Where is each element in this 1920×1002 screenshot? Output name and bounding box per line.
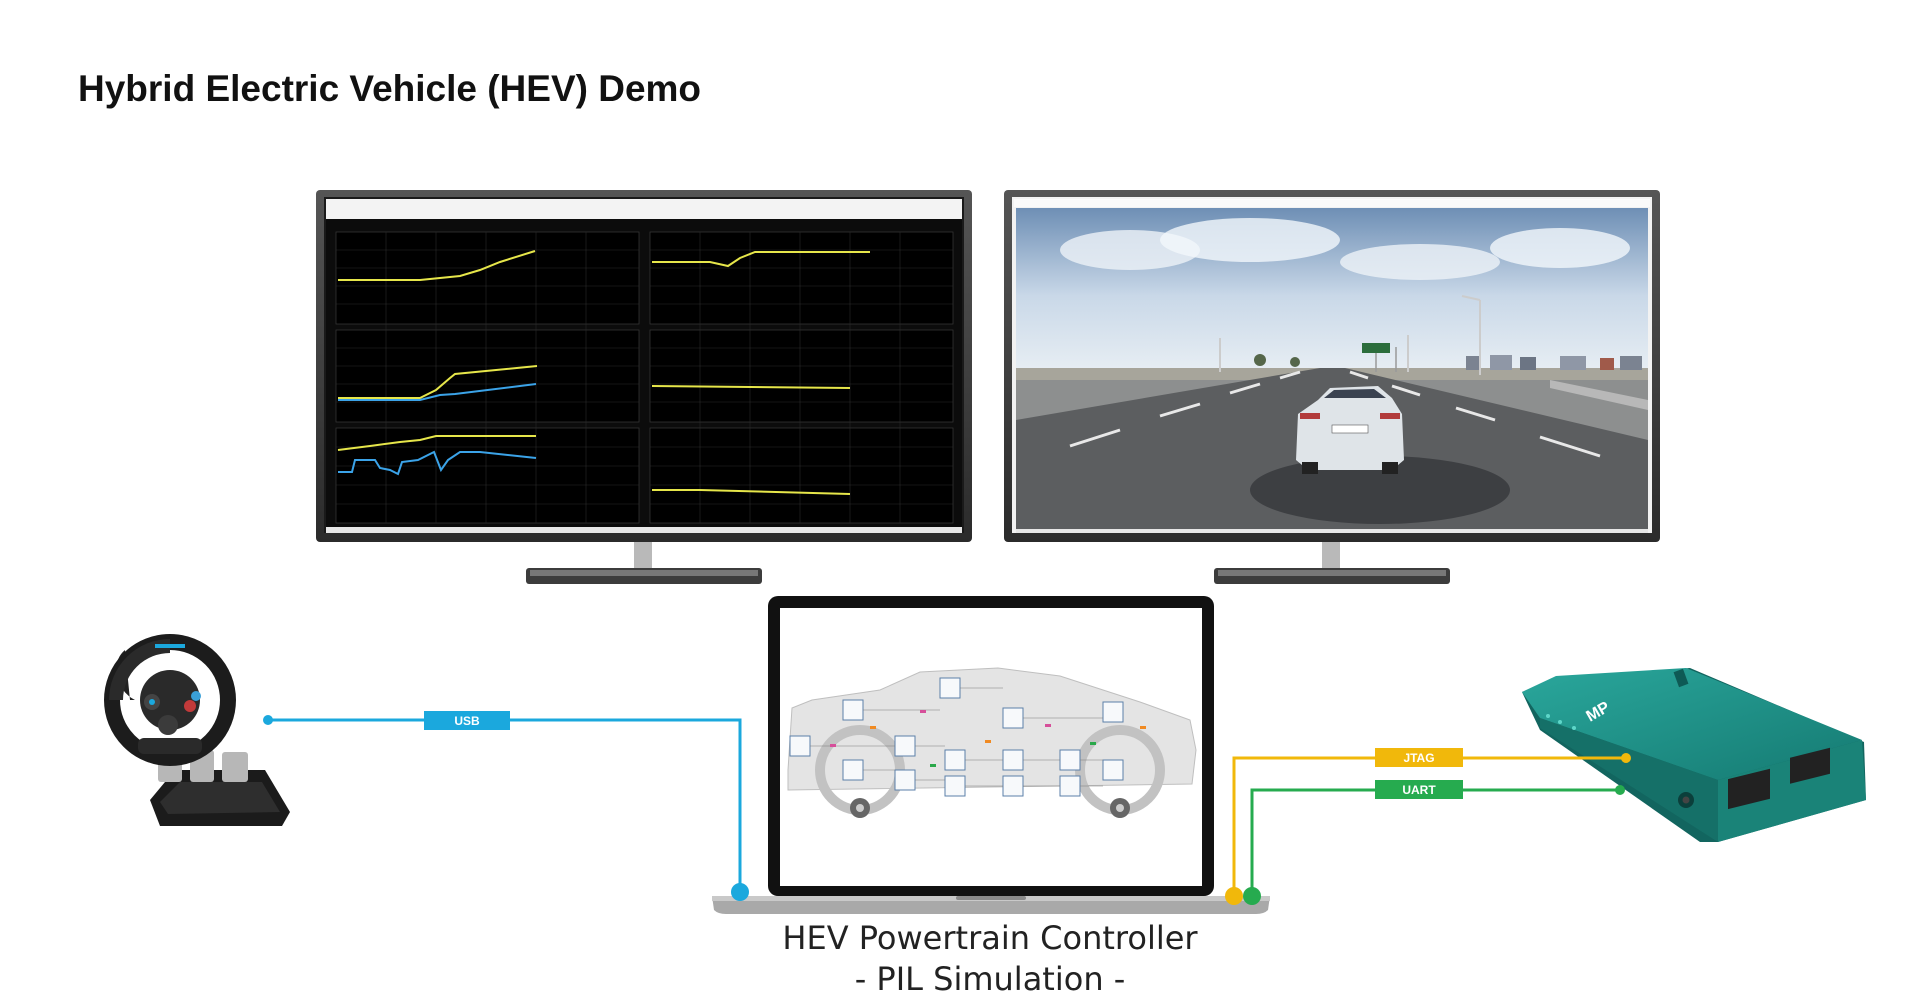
jtag-label: JTAG (1403, 751, 1434, 765)
sim-car (1296, 386, 1404, 474)
board-connectors (1728, 747, 1830, 810)
page-title: Hybrid Electric Vehicle (HEV) Demo (78, 68, 702, 109)
caption-line-1: HEV Powertrain Controller (782, 919, 1198, 957)
usb-label: USB (454, 714, 480, 728)
left-monitor (316, 190, 972, 584)
jtag-link: JTAG (1225, 748, 1631, 905)
uart-label: UART (1402, 783, 1436, 797)
laptop (712, 596, 1270, 914)
scope-window-toolbar (326, 199, 962, 219)
uart-label-box (1375, 780, 1463, 799)
driving-scene (1016, 208, 1648, 529)
scope-panels (335, 231, 954, 524)
scope-traces (337, 250, 870, 495)
powertrain-model-diagram (787, 667, 1197, 818)
right-monitor (1004, 190, 1660, 584)
target-hardware-board: MP (1522, 668, 1866, 842)
uart-link: UART (1243, 780, 1625, 905)
usb-link: USB (263, 711, 749, 901)
sim-window-titlebar (1014, 199, 1650, 207)
usb-label-box (424, 711, 510, 730)
jtag-label-box (1375, 748, 1463, 767)
steering-wheel-controller (104, 634, 290, 826)
scope-grid (336, 232, 953, 523)
caption-line-2: - PIL Simulation - (854, 960, 1126, 998)
diagram-caption: HEV Powertrain Controller - PIL Simulati… (700, 918, 1280, 1000)
